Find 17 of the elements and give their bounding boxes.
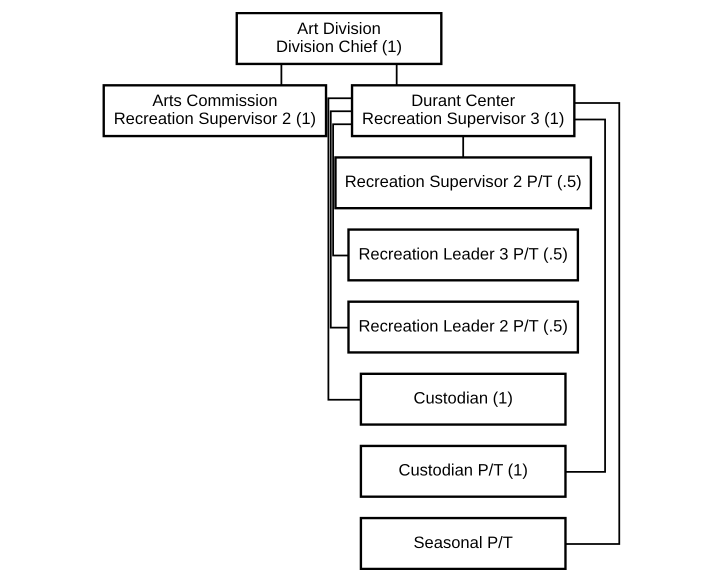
node-box: Art Division Division Chief (1) (235, 12, 442, 66)
node-box: Custodian P/T (1) (359, 444, 566, 498)
node-box: Seasonal P/T (359, 516, 566, 570)
node-box: Recreation Supervisor 2 P/T (.5) (334, 156, 592, 210)
node-box: Recreation Leader 2 P/T (.5) (346, 300, 579, 354)
connector (462, 136, 464, 158)
node-box: Custodian (1) (359, 372, 566, 426)
connector (327, 97, 360, 401)
node-box: Durant Center Recreation Supervisor 3 (1) (350, 84, 576, 138)
connector (280, 64, 282, 86)
node-box: Arts Commission Recreation Supervisor 2 (1) (102, 84, 327, 138)
connector (395, 64, 398, 86)
node-box: Recreation Leader 3 P/T (.5) (346, 228, 579, 282)
connector (329, 110, 352, 329)
connector (565, 118, 606, 473)
connector (332, 123, 352, 256)
connector (565, 102, 620, 545)
